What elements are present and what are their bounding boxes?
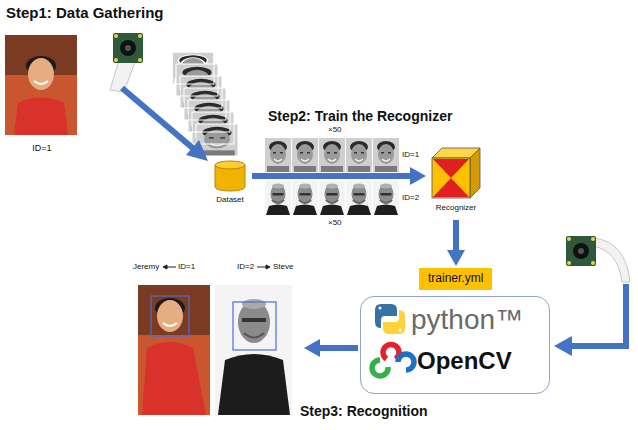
- annotation: ID=1: [402, 150, 419, 159]
- arrowhead: [447, 250, 465, 266]
- node-text: Steve: [273, 262, 293, 271]
- node-text: python™: [411, 304, 523, 336]
- cube-side: [470, 148, 480, 198]
- cube-mark: [433, 159, 469, 178]
- step-heading: Step3: Recognition: [300, 403, 428, 419]
- flow-arrow: [252, 167, 426, 185]
- person-photo: [5, 35, 77, 135]
- node-text: ID=1: [178, 262, 195, 271]
- result-photo: [138, 285, 210, 415]
- node-text: ID=2: [237, 262, 254, 271]
- recognizer-cube: Recognizer: [428, 148, 484, 218]
- cylinder-shape: [214, 160, 246, 193]
- node-text: Recognizer: [418, 203, 494, 212]
- result-panel: Jeremy ID=1 ID=2 Steve: [130, 262, 302, 418]
- node-text: OpenCV: [417, 347, 512, 375]
- camera-arrow: [554, 284, 626, 356]
- capture-arrow: [122, 88, 208, 161]
- arrow-shaft: [453, 220, 459, 252]
- annotation: ×50: [328, 125, 342, 134]
- opencv-logo: [372, 344, 414, 376]
- cube-front: [432, 158, 470, 198]
- file-box: trainer.yml: [419, 268, 492, 290]
- flow-arrow: [304, 339, 358, 357]
- node-text: ID=1: [3, 143, 81, 153]
- camera-module: [110, 33, 143, 92]
- result-photo: [215, 285, 292, 415]
- annotation: ID=2: [402, 193, 419, 202]
- annotation: ×50: [328, 218, 342, 227]
- node-text: Dataset: [210, 195, 250, 204]
- cylinder-top: [215, 161, 245, 169]
- dataset-cylinder: Dataset: [210, 160, 250, 206]
- cube-shape: [432, 148, 480, 198]
- node-text: trainer.yml: [428, 272, 483, 285]
- step-heading: Step1: Data Gathering: [6, 4, 164, 21]
- node-text: Jeremy: [133, 262, 159, 271]
- flow-arrow: [447, 220, 465, 266]
- arrowhead: [410, 167, 426, 185]
- software-box: python™ OpenCV: [360, 296, 550, 394]
- cube-mark: [433, 178, 469, 197]
- arrow-shaft: [252, 173, 412, 179]
- step-heading: Step2: Train the Recognizer: [268, 108, 452, 124]
- arrowhead: [304, 339, 320, 357]
- python-logo: [375, 304, 405, 334]
- arrow-shaft: [318, 345, 358, 351]
- camera-module: [566, 236, 630, 282]
- photo-node: ID=1: [3, 33, 81, 157]
